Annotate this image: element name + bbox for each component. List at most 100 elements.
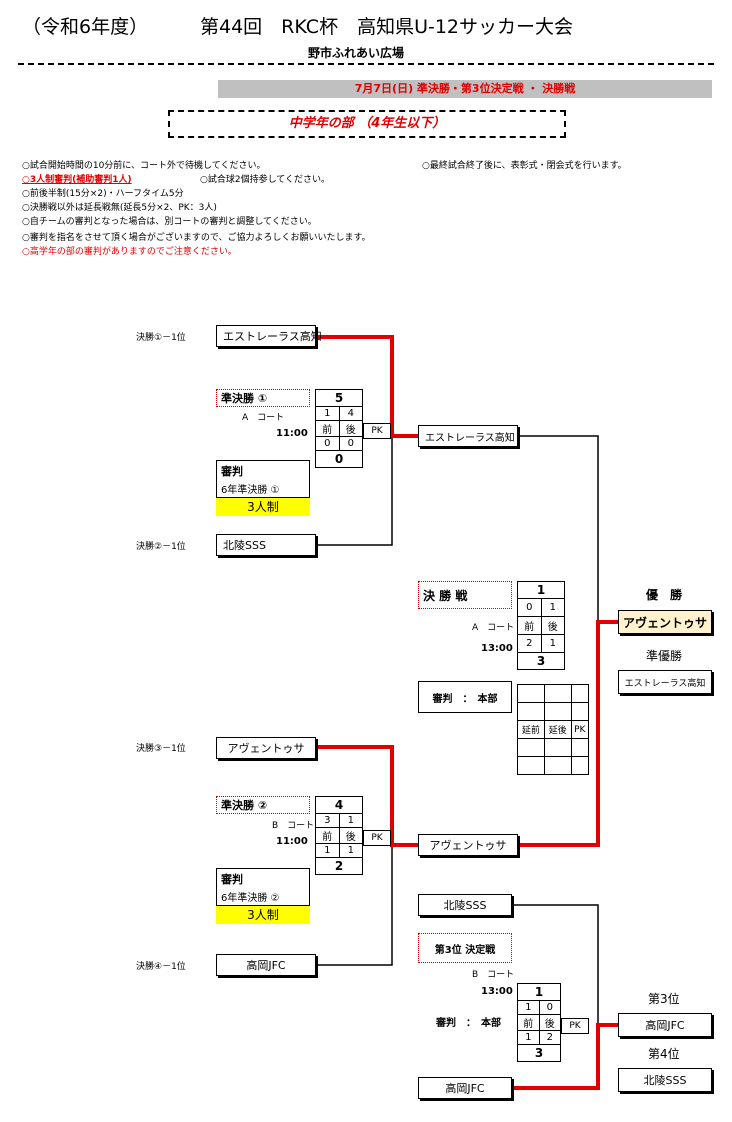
fourth-place-label: 第4位 — [648, 1047, 680, 1061]
note-closing: ○最終試合終了後に、表彰式・閉会式を行います。 — [422, 161, 627, 171]
date-bar: 7月7日(日) 準決勝・第3位決定戦 ・ 決勝戦 — [218, 80, 712, 98]
note-6: ○審判を指名をさせて頂く場合がございますので、ご協力よろしくお願いいたします。 — [22, 233, 371, 243]
third-place-label: 第3位 — [648, 992, 680, 1006]
semi1-ref-label: 審判 — [221, 465, 243, 478]
semi1-winner-box: エストレーラス高知 — [418, 425, 518, 447]
third-ref: 審判 ： 本部 — [436, 1018, 501, 1029]
runner-up-label: 準優勝 — [646, 649, 683, 663]
final-second: 後 — [540, 616, 565, 635]
semi1-total-top: 5 — [315, 389, 363, 407]
seed-2-label: 決勝②－1位 — [136, 542, 186, 552]
semi2-pk: PK — [363, 830, 391, 846]
semi2-total-top: 4 — [315, 796, 363, 814]
header-divider — [18, 63, 714, 65]
semi2-time: 11:00 — [276, 836, 308, 847]
final-h1-top: 0 — [517, 598, 542, 617]
third-team-top: 北陵SSS — [418, 894, 512, 916]
semi1-first: 前 — [315, 420, 340, 437]
division-banner: 中学年の部 （4年生以下） — [168, 110, 566, 138]
champion-label: 優 勝 — [646, 588, 683, 602]
page-title: 第44回 RKC杯 高知県U-12サッカー大会 — [200, 16, 574, 38]
semi1-label: 準決勝 ① — [216, 389, 310, 407]
third-h2-bot: 2 — [538, 1030, 561, 1045]
note-7: ○高学年の部の審判がありますのでご注意ください。 — [22, 247, 237, 257]
semi2-h2-top: 1 — [338, 813, 363, 828]
final-h2-bot: 1 — [540, 634, 565, 653]
final-total-top: 1 — [517, 581, 565, 599]
note-5: ○自チームの審判となった場合は、別コートの審判と調整してください。 — [22, 217, 317, 227]
era-label: （令和6年度） — [22, 16, 149, 38]
note-1: ○試合開始時間の10分前に、コート外で待機してください。 — [22, 161, 266, 171]
third-place-box: 高岡JFC — [618, 1013, 712, 1037]
third-label: 第3位 決定戦 — [418, 933, 512, 963]
team-box-1: エストレーラス高知 — [216, 325, 322, 347]
final-h2-top: 1 — [540, 598, 565, 617]
final-ref: 審判 ： 本部 — [418, 681, 512, 713]
final-h1-bot: 2 — [517, 634, 542, 653]
semi2-label: 準決勝 ② — [216, 796, 310, 814]
semi2-h1-top: 3 — [315, 813, 340, 828]
semi1-h1-bot: 0 — [315, 436, 340, 451]
venue-label: 野市ふれあい広場 — [308, 46, 405, 60]
semi1-time: 11:00 — [276, 428, 308, 439]
third-h2-top: 0 — [538, 1000, 561, 1015]
third-total-top: 1 — [517, 983, 561, 1001]
semi2-referee-box: 審判 6年準決勝 ② — [216, 868, 310, 906]
semi1-total-bot: 0 — [315, 450, 363, 468]
semi1-ref-team: 6年準決勝 ① — [221, 485, 280, 496]
semi2-h2-bot: 1 — [338, 843, 363, 858]
semi2-ref-team: 6年準決勝 ② — [221, 893, 280, 904]
final-et2: 延後 — [543, 720, 572, 739]
final-label: 決 勝 戦 — [418, 581, 512, 609]
team-box-4: 高岡JFC — [216, 954, 316, 976]
semi2-total-bot: 2 — [315, 857, 363, 875]
third-total-bot: 3 — [517, 1044, 561, 1062]
semi2-ref-mode: 3人制 — [216, 906, 310, 924]
seed-1-label: 決勝①－1位 — [136, 333, 186, 343]
final-total-bot: 3 — [517, 652, 565, 670]
semi1-second: 後 — [338, 420, 363, 437]
third-time: 13:00 — [481, 986, 513, 997]
third-team-bot: 高岡JFC — [418, 1077, 512, 1099]
semi1-court: A コート — [242, 413, 285, 423]
third-court: B コート — [472, 970, 515, 980]
note-3: ○前後半制(15分×2)・ハーフタイム5分 — [22, 189, 184, 199]
final-pk: PK — [570, 720, 590, 739]
semi2-first: 前 — [315, 827, 340, 844]
semi1-h2-bot: 0 — [338, 436, 363, 451]
semi1-h2-top: 4 — [338, 406, 363, 421]
semi1-ref-mode: 3人制 — [216, 498, 310, 516]
third-pk: PK — [561, 1018, 589, 1034]
seed-3-label: 決勝③－1位 — [136, 744, 186, 754]
seed-4-label: 決勝④－1位 — [136, 962, 186, 972]
semi2-court: B コート — [272, 821, 315, 831]
champion-box: アヴェントゥサ — [618, 610, 712, 634]
team-box-3: アヴェントゥサ — [216, 737, 316, 759]
semi2-ref-label: 審判 — [221, 873, 243, 886]
third-h1-top: 1 — [517, 1000, 540, 1015]
third-first: 前 — [517, 1014, 540, 1031]
final-court: A コート — [472, 623, 515, 633]
final-first: 前 — [517, 616, 542, 635]
note-2: ○3人制審判(補助審判1人) — [22, 175, 132, 185]
semi2-h1-bot: 1 — [315, 843, 340, 858]
note-4: ○決勝戦以外は延長戦無(延長5分×2、PK：3人) — [22, 203, 217, 213]
final-et1: 延前 — [517, 720, 545, 739]
runner-up-box: エストレーラス高知 — [618, 670, 712, 694]
semi1-referee-box: 審判 6年準決勝 ① — [216, 460, 310, 498]
semi2-second: 後 — [338, 827, 363, 844]
semi1-h1-top: 1 — [315, 406, 340, 421]
third-h1-bot: 1 — [517, 1030, 540, 1045]
semi2-winner-box: アヴェントゥサ — [418, 834, 518, 856]
note-balls: ○試合球2個持参してください。 — [200, 175, 331, 185]
final-time: 13:00 — [481, 643, 513, 654]
third-second: 後 — [538, 1014, 561, 1031]
fourth-place-box: 北陵SSS — [618, 1068, 712, 1092]
semi1-pk: PK — [363, 423, 391, 439]
